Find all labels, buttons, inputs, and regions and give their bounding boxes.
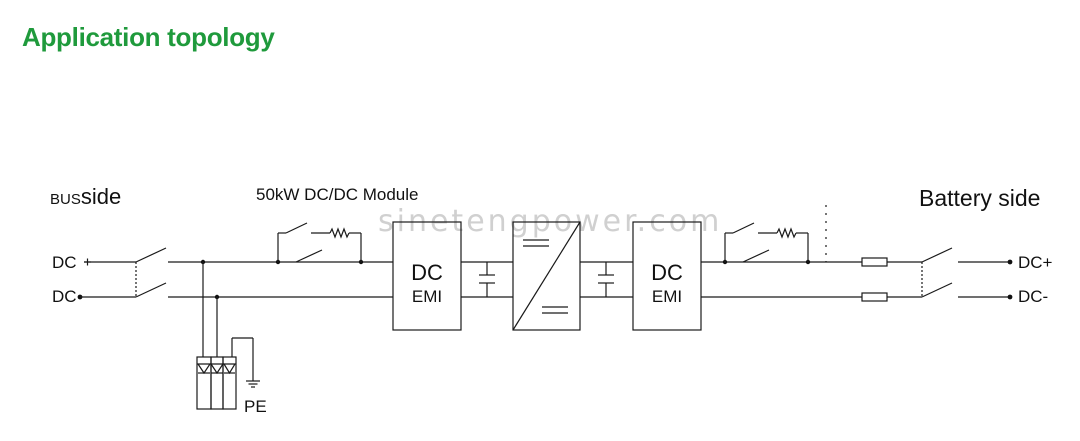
module-label: 50kW DC/DC Module	[256, 185, 419, 204]
left-precharge-circuit	[275, 222, 364, 265]
emi-filter-right: DC EMI	[632, 221, 702, 331]
bus-side-label: BUSside	[50, 184, 121, 209]
right-terminal-minus	[1007, 294, 1013, 300]
ground-icon	[246, 380, 260, 388]
right-disconnect-switch	[921, 247, 953, 298]
dc-dc-converter	[512, 221, 581, 331]
left-dc-minus-label: DC	[52, 287, 77, 306]
right-dc-plus-label: DC+	[1018, 253, 1053, 272]
page-title: Application topology	[22, 22, 275, 52]
wires	[80, 261, 1010, 298]
pe-label: PE	[244, 397, 267, 416]
right-precharge-circuit	[722, 222, 811, 265]
battery-side-label: Battery side	[919, 185, 1040, 211]
left-dc-plus-label: DC	[52, 253, 77, 272]
svg-text:DC: DC	[651, 260, 683, 285]
surge-protector	[196, 262, 254, 410]
right-dc-minus-label: DC-	[1018, 287, 1048, 306]
svg-text:DC: DC	[411, 260, 443, 285]
right-terminal-plus	[1007, 259, 1013, 265]
fuses	[861, 257, 888, 302]
capacitor-left	[479, 262, 495, 297]
capacitor-right	[598, 262, 614, 297]
emi-filter-left: DC EMI	[392, 221, 462, 331]
left-disconnect-switch	[135, 247, 167, 298]
svg-text:EMI: EMI	[412, 287, 442, 306]
svg-text:EMI: EMI	[652, 287, 682, 306]
